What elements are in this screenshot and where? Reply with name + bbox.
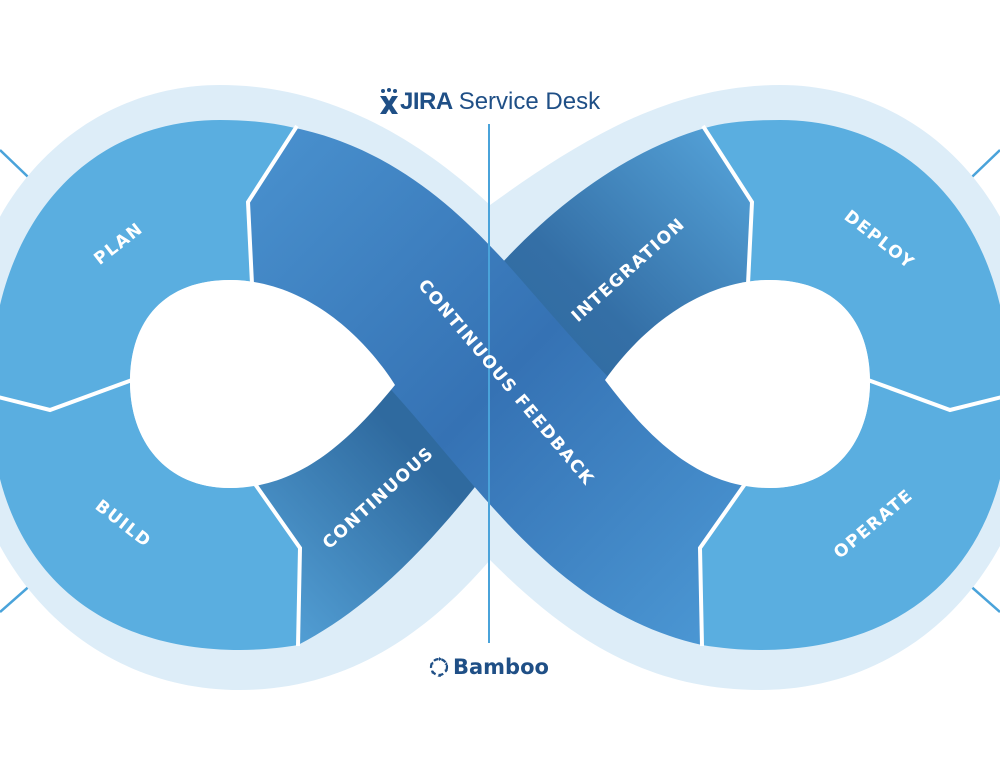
segment-build xyxy=(0,382,300,650)
right-loop-hole xyxy=(605,280,870,488)
left-loop-hole xyxy=(130,280,395,488)
divider-operate-feedback xyxy=(697,482,747,647)
divider-plan-feedback xyxy=(245,124,299,285)
segment-continuous xyxy=(255,385,500,645)
bamboo-brand-text: Bamboo xyxy=(453,655,549,679)
segment-plan xyxy=(0,120,295,410)
jira-service-desk-logo: JIRA Service Desk xyxy=(378,86,600,118)
segment-operate xyxy=(700,382,1000,650)
bamboo-icon xyxy=(429,657,449,677)
segment-dividers xyxy=(0,124,1000,647)
jira-brand-text: JIRA xyxy=(400,88,453,115)
bamboo-logo: Bamboo xyxy=(428,652,549,682)
jira-product-text: Service Desk xyxy=(458,88,601,115)
divider-deploy-operate xyxy=(867,378,1000,413)
divider-integration-deploy xyxy=(701,124,755,285)
segment-deploy xyxy=(705,120,1000,410)
divider-plan-build xyxy=(0,378,133,413)
jira-icon xyxy=(380,88,398,114)
divider-build-continuous xyxy=(253,482,303,647)
segment-continuous-feedback xyxy=(248,128,745,645)
segment-integration xyxy=(500,128,752,380)
